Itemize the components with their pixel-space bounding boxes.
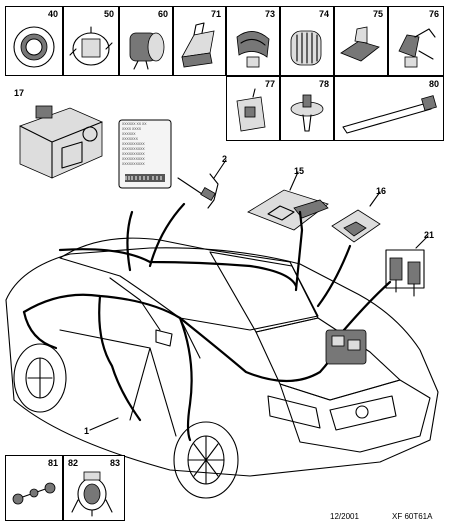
callout-16: 16	[376, 186, 387, 196]
sensor-2-illustration	[177, 173, 219, 209]
edge-clip-icon	[340, 26, 380, 62]
clip-icon	[181, 22, 215, 68]
bracket-17-illustration	[19, 105, 103, 179]
cable-clip-icon	[236, 31, 270, 68]
callout-1: 1	[84, 426, 90, 436]
strap-icon	[12, 482, 56, 505]
part-cell-73: 73	[226, 6, 280, 76]
part-number: 82	[68, 458, 79, 468]
part-cell-50: 50	[63, 6, 119, 76]
bracket-clip-icon	[398, 28, 436, 68]
callout-17: 17	[14, 88, 25, 98]
panel-clip-icon	[236, 88, 266, 132]
cable-tie-icon	[342, 95, 437, 134]
part-number: 83	[109, 458, 120, 468]
label-card-illustration	[118, 119, 172, 189]
connector-icon	[69, 26, 113, 66]
ribbed-clip-icon	[290, 30, 322, 66]
part-cell-74: 74	[280, 6, 334, 76]
push-pin-icon	[290, 94, 324, 132]
label-line: XXXXXXXXXX	[122, 157, 145, 161]
label-line: XXXXXX	[122, 132, 136, 136]
part-number: 75	[372, 9, 383, 19]
part-number: 78	[318, 79, 329, 89]
part-number: 73	[264, 9, 275, 19]
footer-reference: XF 60T61A	[392, 512, 433, 521]
part-number: 71	[210, 9, 221, 19]
part-number: 40	[47, 9, 58, 19]
part-cell-60: 60	[119, 6, 173, 76]
label-line: XXXXXX XX XX	[122, 122, 147, 126]
part-number: 60	[157, 9, 168, 19]
part-cell-80: 80	[334, 76, 444, 141]
label-line: XXXXXXX	[122, 137, 138, 141]
callout-21: 21	[424, 230, 435, 240]
label-card-text: XXXXXX XX XX XXXX XXXX XXXXXX XXXXXXX XX…	[122, 122, 168, 167]
part-number: 81	[47, 458, 58, 468]
part-number: 50	[103, 9, 114, 19]
pad-16-illustration	[331, 209, 381, 243]
label-line: XXXXXXXXXX	[122, 147, 145, 151]
part-cell-40: 40	[5, 6, 63, 76]
part-number: 76	[428, 9, 439, 19]
label-line: XXXXXXXXXX	[122, 162, 145, 166]
fuse-holder-21-illustration	[385, 249, 425, 297]
part-cell-71: 71	[173, 6, 226, 76]
label-line: XXXXXXXXXX	[122, 152, 145, 156]
part-cell-76: 76	[388, 6, 444, 76]
part-cell-75: 75	[334, 6, 388, 76]
callout-2: 2	[222, 154, 228, 164]
part-cell-82-83: 82 83	[63, 455, 125, 521]
part-number: 80	[428, 79, 439, 89]
part-cell-77: 77	[226, 76, 280, 141]
plate-15-illustration	[247, 189, 329, 231]
loop-clamp-icon	[71, 471, 113, 517]
part-cell-81: 81	[5, 455, 63, 521]
label-line: XXXX XXXX	[122, 127, 142, 131]
part-number: 77	[264, 79, 275, 89]
part-cell-78: 78	[280, 76, 334, 141]
footer-date: 12/2001	[330, 512, 359, 521]
round-connector-icon	[129, 32, 165, 70]
callout-15: 15	[294, 166, 305, 176]
part-number: 74	[318, 9, 329, 19]
grommet-icon	[13, 26, 55, 68]
label-line: XXXXXXXXXX	[122, 142, 145, 146]
